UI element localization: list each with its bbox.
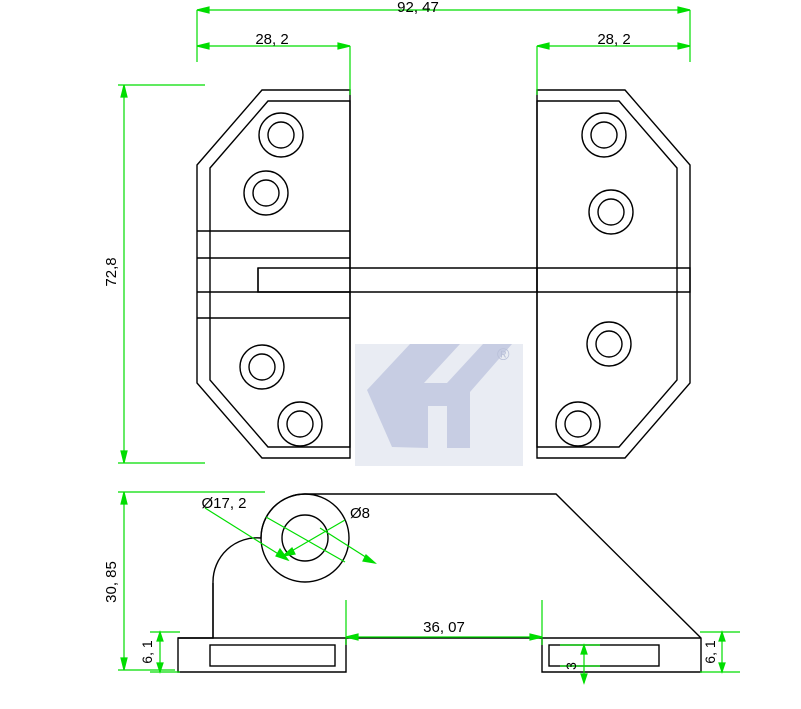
dim-label-right-foot-height: 6, 1 bbox=[702, 640, 718, 664]
dim-label-side-height: 30, 85 bbox=[103, 561, 120, 603]
watermark-logo bbox=[367, 344, 512, 448]
arrow-center-gap-r bbox=[529, 633, 543, 641]
dim-label-right-leaf-width: 28, 2 bbox=[597, 31, 630, 48]
dimension-text-layer: 92, 47 28, 2 28, 2 72,8 30, 85 6, 1 6, 1… bbox=[103, 0, 718, 670]
left-foot-pad bbox=[209, 644, 336, 667]
arrow-height-top bbox=[120, 84, 128, 98]
registered-mark: ® bbox=[497, 345, 510, 364]
arrow-left-leaf-r bbox=[337, 42, 351, 50]
arrow-right-foot-bottom bbox=[718, 662, 726, 674]
arrow-height-bottom bbox=[120, 450, 128, 464]
arrow-d8 bbox=[281, 547, 296, 557]
hole-inner-6 bbox=[597, 198, 625, 226]
dim-label-pin-hole-diameter: Ø8 bbox=[350, 505, 370, 522]
arrow-right-overall bbox=[677, 6, 691, 14]
arrow-right-leaf-l bbox=[536, 42, 550, 50]
arrow-d8-b bbox=[362, 554, 377, 564]
left-leaf-inner-outline bbox=[209, 100, 351, 448]
dim-label-overall-height: 72,8 bbox=[103, 257, 120, 286]
hole-outer-2 bbox=[243, 170, 289, 216]
dim-label-overall-width: 92, 47 bbox=[397, 0, 439, 16]
hole-inner-7 bbox=[595, 330, 623, 358]
leader-d172 bbox=[204, 507, 289, 561]
hole-outer-7 bbox=[586, 321, 632, 367]
right-leaf-inner-outline bbox=[536, 100, 678, 448]
dim-label-boss-diameter: Ø17, 2 bbox=[201, 495, 246, 512]
side-view-outlines bbox=[177, 493, 702, 673]
left-leaf-outline bbox=[196, 89, 351, 459]
hole-inner-2 bbox=[252, 179, 280, 207]
dim-label-left-leaf-width: 28, 2 bbox=[255, 31, 288, 48]
pin-hole-circle bbox=[281, 514, 329, 562]
hole-inner-3 bbox=[248, 353, 276, 381]
hole-inner-5 bbox=[590, 121, 618, 149]
arrow-center-gap-l bbox=[345, 633, 359, 641]
arrow-right-leaf-r bbox=[677, 42, 691, 50]
arrow-left-overall bbox=[196, 6, 210, 14]
arrow-side-height-bottom bbox=[120, 657, 128, 671]
hole-outer-8 bbox=[555, 401, 601, 447]
right-leaf-outline bbox=[536, 89, 691, 459]
dim-label-center-foot-height: 3 bbox=[563, 662, 579, 670]
arrow-center-foot-top bbox=[580, 643, 588, 655]
arrow-side-height-top bbox=[120, 491, 128, 505]
hole-outer-5 bbox=[581, 112, 627, 158]
arrow-left-leaf-l bbox=[196, 42, 210, 50]
leader-d172-cross bbox=[265, 516, 346, 563]
dim-label-left-foot-height: 6, 1 bbox=[139, 640, 155, 664]
top-view-outlines bbox=[196, 89, 691, 459]
right-foot-pad bbox=[548, 644, 660, 667]
arrow-left-foot-bottom bbox=[156, 662, 164, 674]
hole-outer-6 bbox=[588, 189, 634, 235]
dimension-layer bbox=[118, 6, 740, 685]
hole-outer-4 bbox=[277, 401, 323, 447]
pin-bar bbox=[257, 267, 691, 293]
hole-outer-1 bbox=[258, 112, 304, 158]
hole-inner-1 bbox=[267, 121, 295, 149]
dim-label-center-gap: 36, 07 bbox=[423, 619, 465, 636]
arrow-left-foot-top bbox=[156, 630, 164, 642]
boss-outer-circle bbox=[260, 493, 350, 583]
arrow-right-foot-top bbox=[718, 630, 726, 642]
hole-inner-8 bbox=[564, 410, 592, 438]
hole-outer-3 bbox=[239, 344, 285, 390]
arrow-center-foot-bottom bbox=[580, 673, 588, 685]
hole-inner-4 bbox=[286, 410, 314, 438]
